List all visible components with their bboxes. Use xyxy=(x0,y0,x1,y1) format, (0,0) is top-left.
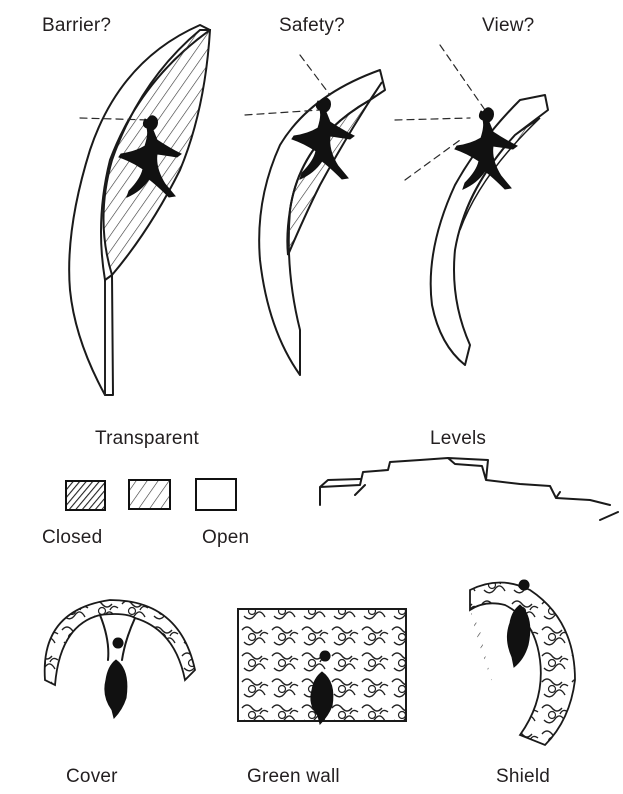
swatch-closed xyxy=(66,481,105,510)
safety-question: Safety? xyxy=(279,15,345,37)
safety-wall-sketch xyxy=(245,55,385,375)
cover-label: Cover xyxy=(66,766,118,788)
swatch-transparent xyxy=(129,480,170,509)
swatch-open xyxy=(196,479,236,510)
levels-label: Levels xyxy=(430,428,486,450)
transparency-legend xyxy=(66,479,236,510)
barrier-wall-sketch xyxy=(69,25,210,395)
shield-planting xyxy=(470,580,575,745)
shield-label: Shield xyxy=(496,766,550,788)
green-wall-planting xyxy=(238,609,406,724)
transparent-label: Transparent xyxy=(95,428,199,450)
closed-label: Closed xyxy=(42,527,102,549)
view-wall-sketch xyxy=(395,45,548,365)
barrier-question: Barrier? xyxy=(42,15,111,37)
view-question: View? xyxy=(482,15,534,37)
green-wall-label: Green wall xyxy=(247,766,340,788)
open-label: Open xyxy=(202,527,249,549)
levels-steps xyxy=(320,458,618,520)
cover-planting xyxy=(45,600,195,718)
